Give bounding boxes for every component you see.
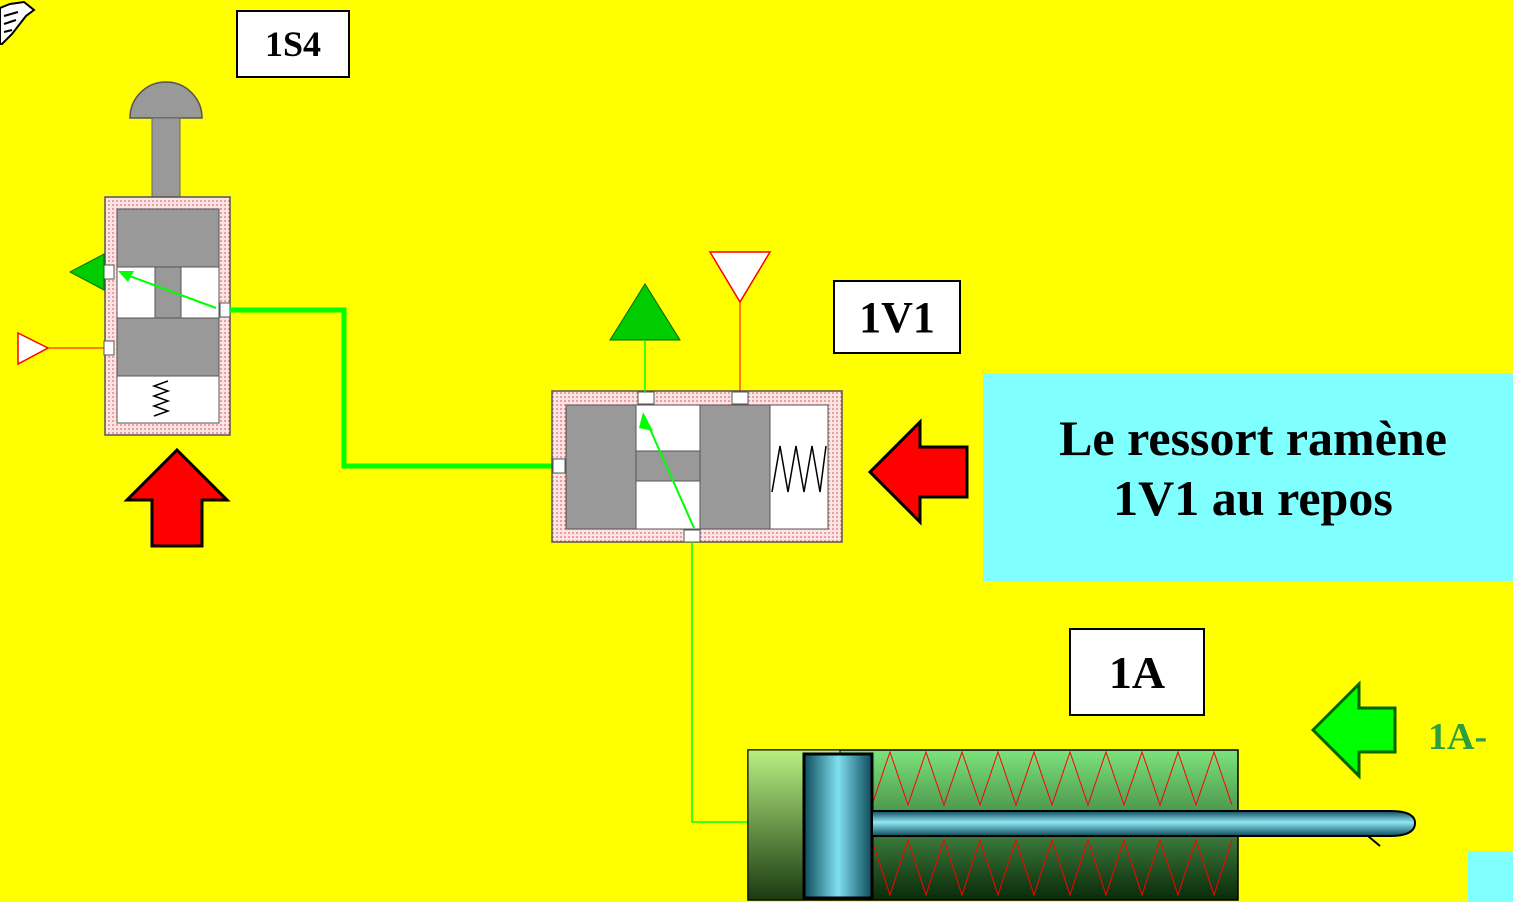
explanation-callout: Le ressort ramène 1V1 au repos [983, 373, 1513, 581]
spring-icon [771, 445, 827, 493]
pressure-triangle-icon [609, 283, 681, 392]
pressure-triangle-icon [68, 253, 105, 291]
cylinder-1a-label: 1A [1069, 628, 1205, 716]
cylinder-retract-label: 1A- [1428, 716, 1488, 758]
spring-icon [151, 380, 171, 417]
exhaust-triangle-icon [17, 331, 104, 366]
valve-1s4[interactable] [103, 81, 231, 436]
valve-1v1[interactable] [551, 390, 843, 543]
red-arrow-icon [867, 418, 969, 526]
valve-1v1-label: 1V1 [833, 280, 961, 354]
valve-1s4-label: 1S4 [236, 10, 350, 78]
callout-line-2: 1V1 au repos [1113, 470, 1393, 526]
red-arrow-icon [123, 447, 231, 548]
push-button-icon[interactable] [129, 81, 203, 119]
pilot-line [230, 307, 552, 469]
pointing-hand-icon [0, 0, 36, 45]
callout-line-1: Le ressort ramène [1059, 410, 1447, 466]
working-line [691, 542, 748, 823]
cylinder-1a[interactable] [747, 749, 1417, 901]
exhaust-triangle-icon [708, 251, 772, 392]
green-arrow-icon [1310, 680, 1397, 780]
spring-icon [871, 750, 1233, 807]
next-callout-fragment [1468, 851, 1513, 902]
